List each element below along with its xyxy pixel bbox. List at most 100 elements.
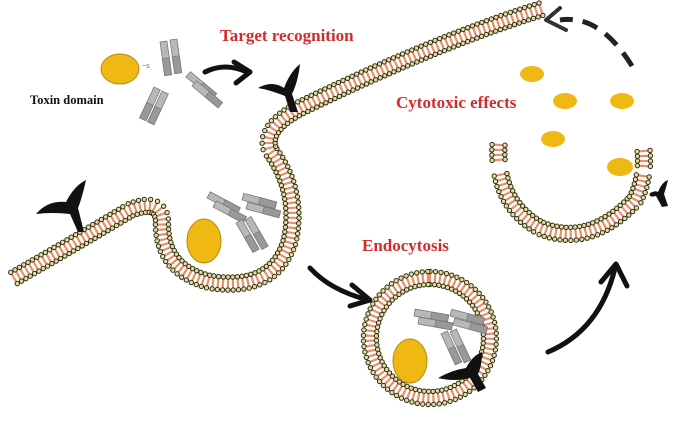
lipid-head bbox=[284, 120, 291, 127]
lipid-head bbox=[278, 182, 285, 189]
lipid-head bbox=[523, 206, 529, 213]
lipid-head bbox=[154, 198, 161, 205]
lipid-head bbox=[443, 270, 450, 277]
lipid-head bbox=[323, 100, 329, 106]
lipid-head bbox=[383, 304, 390, 310]
lipid-head bbox=[398, 395, 405, 401]
lipid-head bbox=[314, 104, 320, 110]
lipid-head bbox=[396, 379, 403, 385]
lipid-head bbox=[431, 401, 437, 408]
lipid-head bbox=[517, 199, 523, 206]
lipid-head bbox=[546, 235, 553, 241]
lipid-head bbox=[634, 158, 641, 164]
cytotoxic-effects-label: Cytotoxic effects bbox=[396, 93, 517, 112]
lipid-head bbox=[379, 311, 385, 318]
lipid-head bbox=[246, 285, 252, 291]
lipid-head bbox=[55, 242, 62, 248]
lipid-head bbox=[377, 75, 383, 81]
lipid-head bbox=[507, 9, 514, 16]
lipid-head bbox=[283, 261, 289, 267]
lipid-head bbox=[521, 18, 527, 25]
lipid-head bbox=[493, 341, 499, 348]
lipid-head bbox=[85, 224, 92, 230]
lipid-head bbox=[468, 283, 474, 289]
lipid-head bbox=[68, 234, 74, 240]
lipid-head bbox=[645, 179, 651, 185]
lipid-head bbox=[474, 21, 480, 27]
lipid-head bbox=[536, 231, 542, 238]
lipid-head bbox=[373, 333, 380, 339]
lipid-head bbox=[554, 223, 560, 229]
lipid-head bbox=[467, 388, 473, 394]
lipid-head bbox=[96, 233, 103, 239]
lipid-head bbox=[113, 222, 120, 229]
lipid-head bbox=[260, 266, 266, 272]
lipid-head bbox=[296, 113, 303, 119]
lipid-head bbox=[170, 267, 176, 273]
lipid-head bbox=[262, 127, 268, 134]
lipid-head bbox=[251, 284, 258, 290]
lipid-head bbox=[266, 157, 272, 163]
lipid-head bbox=[386, 300, 392, 307]
lipid-head bbox=[271, 273, 278, 280]
lipid-head bbox=[491, 173, 497, 179]
lipid-head bbox=[425, 268, 431, 275]
lipid-head bbox=[173, 251, 180, 257]
lipid-head bbox=[398, 275, 404, 281]
lipid-head bbox=[414, 400, 420, 406]
lipid-head bbox=[480, 336, 487, 342]
lipid-head bbox=[504, 170, 510, 177]
lipid-head bbox=[393, 376, 399, 382]
lipid-head bbox=[386, 57, 392, 63]
antibody bbox=[139, 38, 223, 126]
lipid-head bbox=[633, 205, 640, 211]
lipid-head bbox=[66, 250, 72, 257]
lipid-head bbox=[489, 357, 496, 364]
lipid-head bbox=[567, 224, 574, 231]
lipid-head bbox=[517, 6, 523, 12]
lipid-head bbox=[599, 230, 606, 236]
lipid-head bbox=[408, 271, 415, 277]
lipid-head bbox=[267, 277, 273, 283]
lipid-head bbox=[157, 248, 164, 255]
endosome-membrane bbox=[360, 268, 500, 408]
lipid-head bbox=[441, 34, 448, 40]
lipid-head bbox=[441, 47, 448, 54]
lipid-head bbox=[500, 198, 507, 205]
linker: ~s bbox=[142, 63, 150, 70]
lipid-head bbox=[70, 248, 77, 254]
lipid-head bbox=[198, 283, 205, 290]
lipid-head bbox=[141, 196, 147, 203]
lipid-head bbox=[176, 254, 182, 261]
lipid-head bbox=[409, 399, 415, 405]
lipid-head bbox=[630, 185, 636, 191]
lipid-head bbox=[447, 398, 453, 405]
lipid-head bbox=[494, 183, 500, 190]
lipid-head bbox=[388, 281, 395, 287]
lipid-head bbox=[454, 274, 460, 280]
lipid-head bbox=[292, 115, 298, 121]
lipid-head bbox=[380, 288, 386, 294]
lipid-head bbox=[502, 152, 508, 158]
lipid-head bbox=[21, 262, 27, 268]
lipid-head bbox=[294, 194, 301, 200]
lipid-head bbox=[239, 273, 245, 279]
lipid-head bbox=[372, 63, 378, 69]
lipid-head bbox=[322, 86, 328, 92]
lipid-head bbox=[34, 254, 40, 261]
lipid-head bbox=[551, 236, 558, 242]
lipid-head bbox=[581, 222, 587, 229]
lipid-head bbox=[272, 114, 279, 120]
lipid-head bbox=[165, 216, 172, 222]
lipid-head bbox=[640, 194, 646, 201]
lipid-head bbox=[479, 19, 485, 26]
lipid-head bbox=[135, 197, 142, 204]
lipid-head bbox=[498, 193, 504, 200]
lipid-head bbox=[186, 263, 192, 270]
lipid-head bbox=[503, 203, 510, 209]
lipid-head bbox=[507, 23, 513, 29]
lipid-head bbox=[443, 386, 449, 392]
lipid-head bbox=[389, 297, 395, 303]
lipid-head bbox=[382, 73, 388, 79]
lipid-head bbox=[480, 294, 486, 301]
